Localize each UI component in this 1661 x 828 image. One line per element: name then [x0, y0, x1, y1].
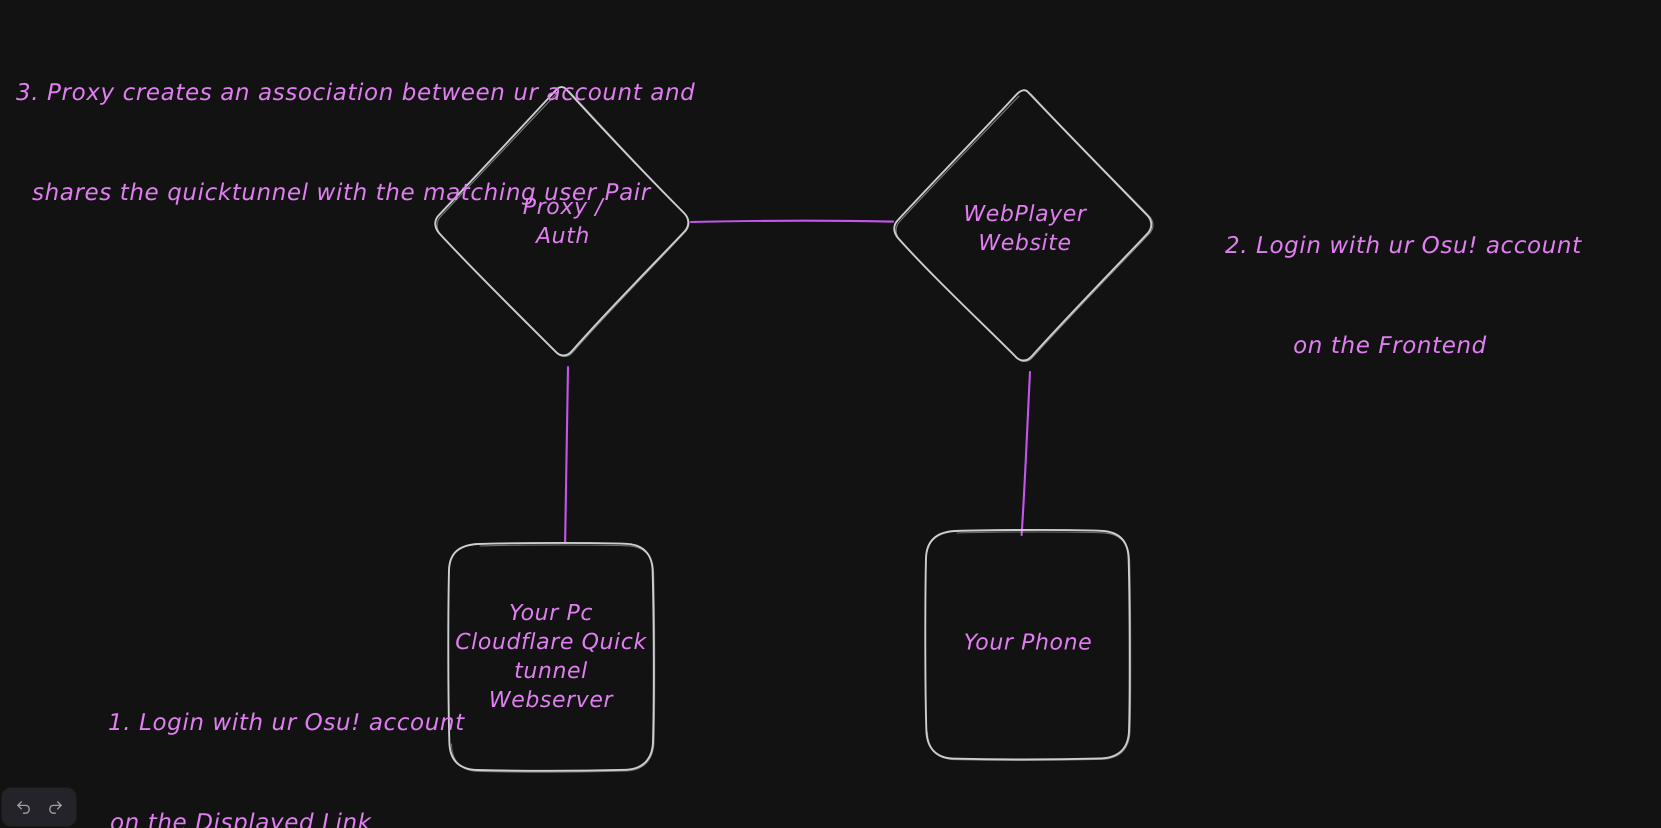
connector-proxy-to-your-pc[interactable]: [564, 365, 570, 545]
redo-icon: [47, 799, 64, 816]
undo-icon: [15, 799, 32, 816]
node-your-phone-outline-sketch: [926, 531, 1132, 761]
node-your-phone[interactable]: [924, 529, 1132, 761]
node-your-pc-outline-sketch: [450, 544, 656, 773]
undo-button[interactable]: [9, 794, 37, 820]
node-proxy-auth[interactable]: [434, 86, 690, 358]
connector-webplayer-to-your-phone[interactable]: [1020, 370, 1032, 537]
connector-proxy-to-webplayer[interactable]: [689, 219, 895, 224]
history-toolbar: [2, 788, 76, 826]
node-your-phone-outline: [924, 529, 1131, 761]
node-proxy-auth-outline: [434, 86, 690, 357]
node-your-pc-outline: [447, 542, 655, 772]
node-your-pc[interactable]: [447, 542, 656, 773]
node-proxy-auth-outline-sketch: [436, 90, 690, 358]
node-webplayer-website-outline-sketch: [895, 93, 1154, 363]
node-webplayer-website[interactable]: [893, 89, 1154, 363]
node-webplayer-website-outline: [893, 89, 1153, 362]
redo-button[interactable]: [41, 794, 69, 820]
